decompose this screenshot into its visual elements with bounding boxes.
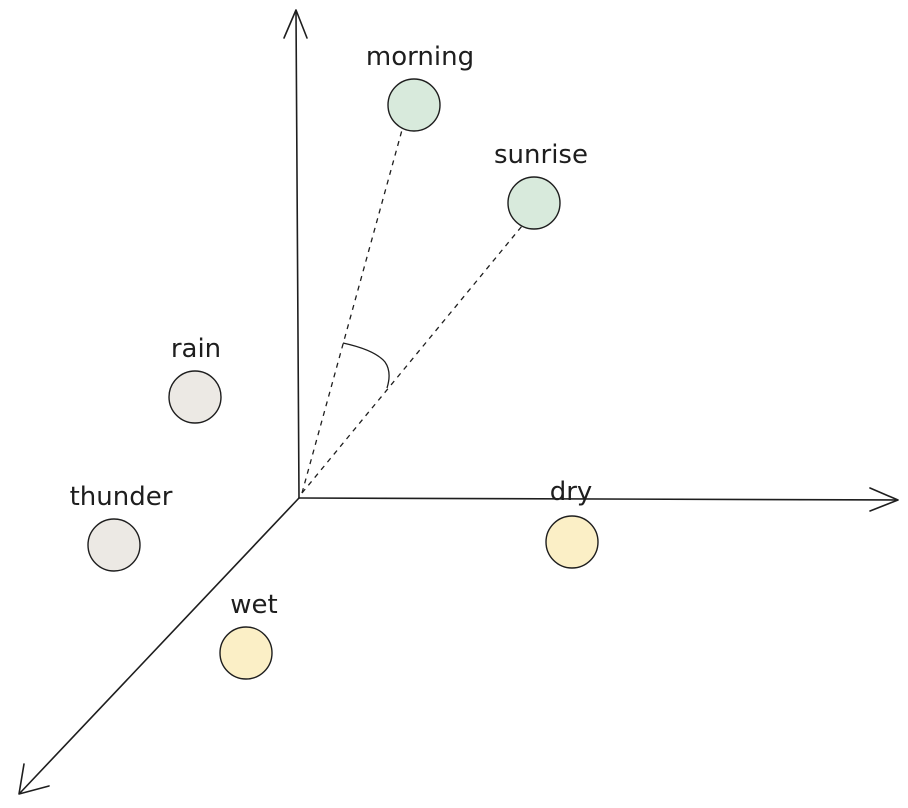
depth-axis [18, 497, 300, 795]
word-point-sunrise: sunrise [494, 140, 588, 230]
dry-point-circle [545, 515, 599, 569]
word-point-morning: morning [366, 42, 474, 132]
angle-arc [342, 342, 390, 389]
rain-point-circle [168, 370, 222, 424]
morning-point-circle [387, 78, 441, 132]
sunrise-point-circle [507, 176, 561, 230]
sunrise-vector-line [301, 225, 523, 494]
dry-label: dry [550, 477, 593, 507]
rain-label: rain [171, 334, 221, 364]
word-point-dry: dry [545, 477, 599, 569]
wet-label: wet [230, 590, 277, 620]
word-point-thunder: thunder [70, 482, 173, 572]
word-point-wet: wet [219, 590, 278, 680]
thunder-label: thunder [70, 482, 173, 512]
thunder-point-circle [87, 518, 141, 572]
sunrise-label: sunrise [494, 140, 588, 170]
horizontal-axis [298, 487, 899, 512]
morning-label: morning [366, 42, 474, 72]
morning-vector-line [301, 129, 403, 494]
vertical-axis [283, 9, 308, 499]
wet-point-circle [219, 626, 273, 680]
word-point-rain: rain [168, 334, 222, 424]
